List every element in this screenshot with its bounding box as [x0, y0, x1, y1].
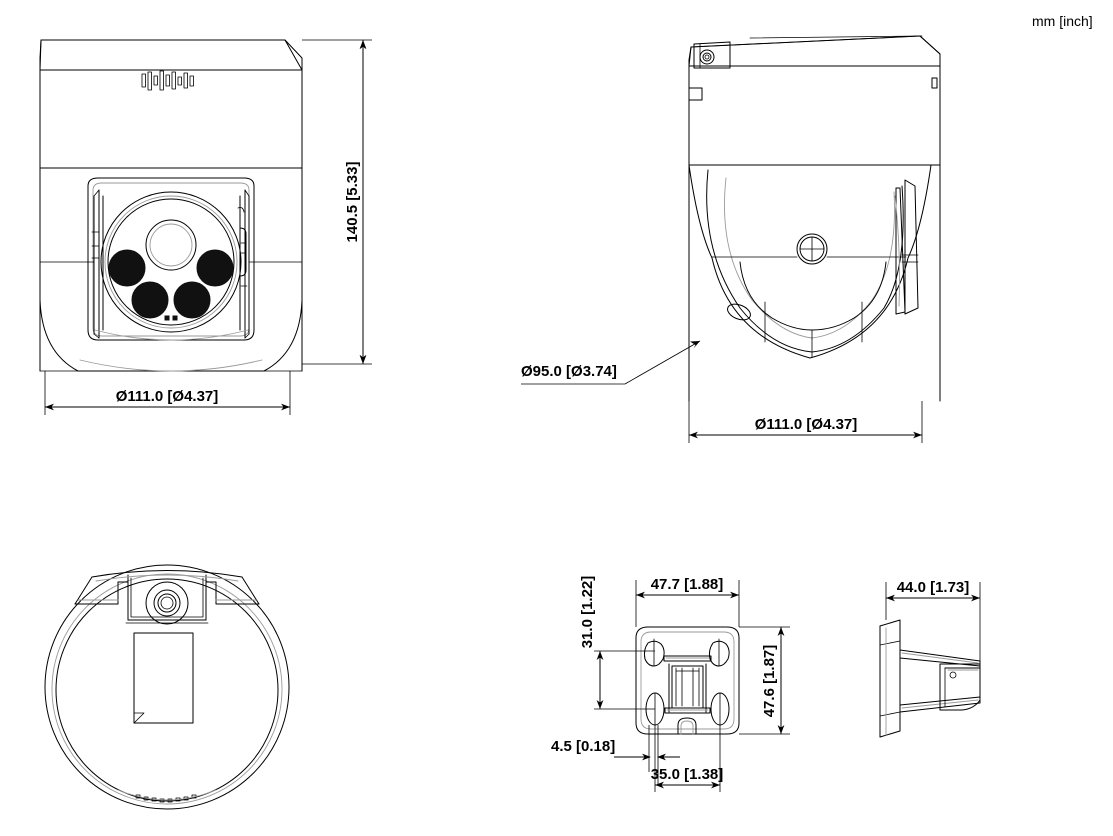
dim-bracket-width-label: 47.7 [1.88] [651, 576, 724, 593]
camera-bottom-view [44, 564, 290, 810]
dim-bracket-depth-label: 44.0 [1.73] [897, 579, 970, 596]
bottom-vent-marks [135, 794, 197, 803]
ir-sensor-icon [172, 315, 178, 321]
dim-front-diameter: Ø111.0 [Ø4.37] [44, 371, 291, 415]
ir-led [131, 281, 169, 319]
dim-bracket-depth: 44.0 [1.73] [885, 579, 981, 664]
dim-side-dome-diameter: Ø95.0 [Ø3.74] [521, 340, 701, 385]
keyhole-slot [710, 692, 730, 726]
dim-bracket-slot-offset: 4.5 [0.18] [551, 725, 680, 785]
dim-side-width-label: Ø111.0 [Ø4.37] [755, 416, 858, 433]
bracket-front-view [635, 626, 740, 735]
ir-led [173, 281, 211, 319]
vent-grille-icon [141, 70, 194, 91]
light-sensor-icon [164, 315, 170, 321]
dim-front-diameter-label: Ø111.0 [Ø4.37] [116, 388, 219, 405]
units-note: mm [inch] [1032, 13, 1093, 29]
label-plate [133, 632, 194, 724]
camera-side-view [688, 35, 941, 402]
dim-side-dome-diameter-label: Ø95.0 [Ø3.74] [521, 363, 617, 380]
dim-bracket-width: 47.7 [1.88] [635, 576, 740, 627]
dim-bracket-hole-horizontal-label: 35.0 [1.38] [651, 766, 724, 783]
dim-bracket-hole-vertical: 31.0 [1.22] [579, 576, 655, 710]
dim-front-height: 140.5 [5.33] [302, 39, 372, 365]
dim-front-height-label: 140.5 [5.33] [344, 162, 361, 243]
screw-hole-icon [949, 671, 957, 679]
ir-led [196, 249, 234, 287]
dim-side-width: Ø111.0 [Ø4.37] [688, 401, 923, 443]
keyhole-slot [643, 638, 665, 667]
dim-bracket-height-label: 47.6 [1.87] [761, 645, 778, 718]
tilt-pivot-screw-icon [796, 233, 828, 265]
keyhole-slot [708, 638, 730, 667]
dim-bracket-slot-offset-label: 4.5 [0.18] [551, 738, 615, 755]
dim-bracket-hole-vertical-label: 31.0 [1.22] [579, 576, 596, 649]
camera-front-view [39, 39, 303, 372]
bracket-side-view [879, 619, 981, 738]
ir-led [108, 249, 146, 287]
dim-bracket-height: 47.6 [1.87] [739, 626, 790, 735]
center-screw-icon [145, 581, 189, 625]
dim-bracket-hole-horizontal: 35.0 [1.38] [651, 725, 724, 792]
